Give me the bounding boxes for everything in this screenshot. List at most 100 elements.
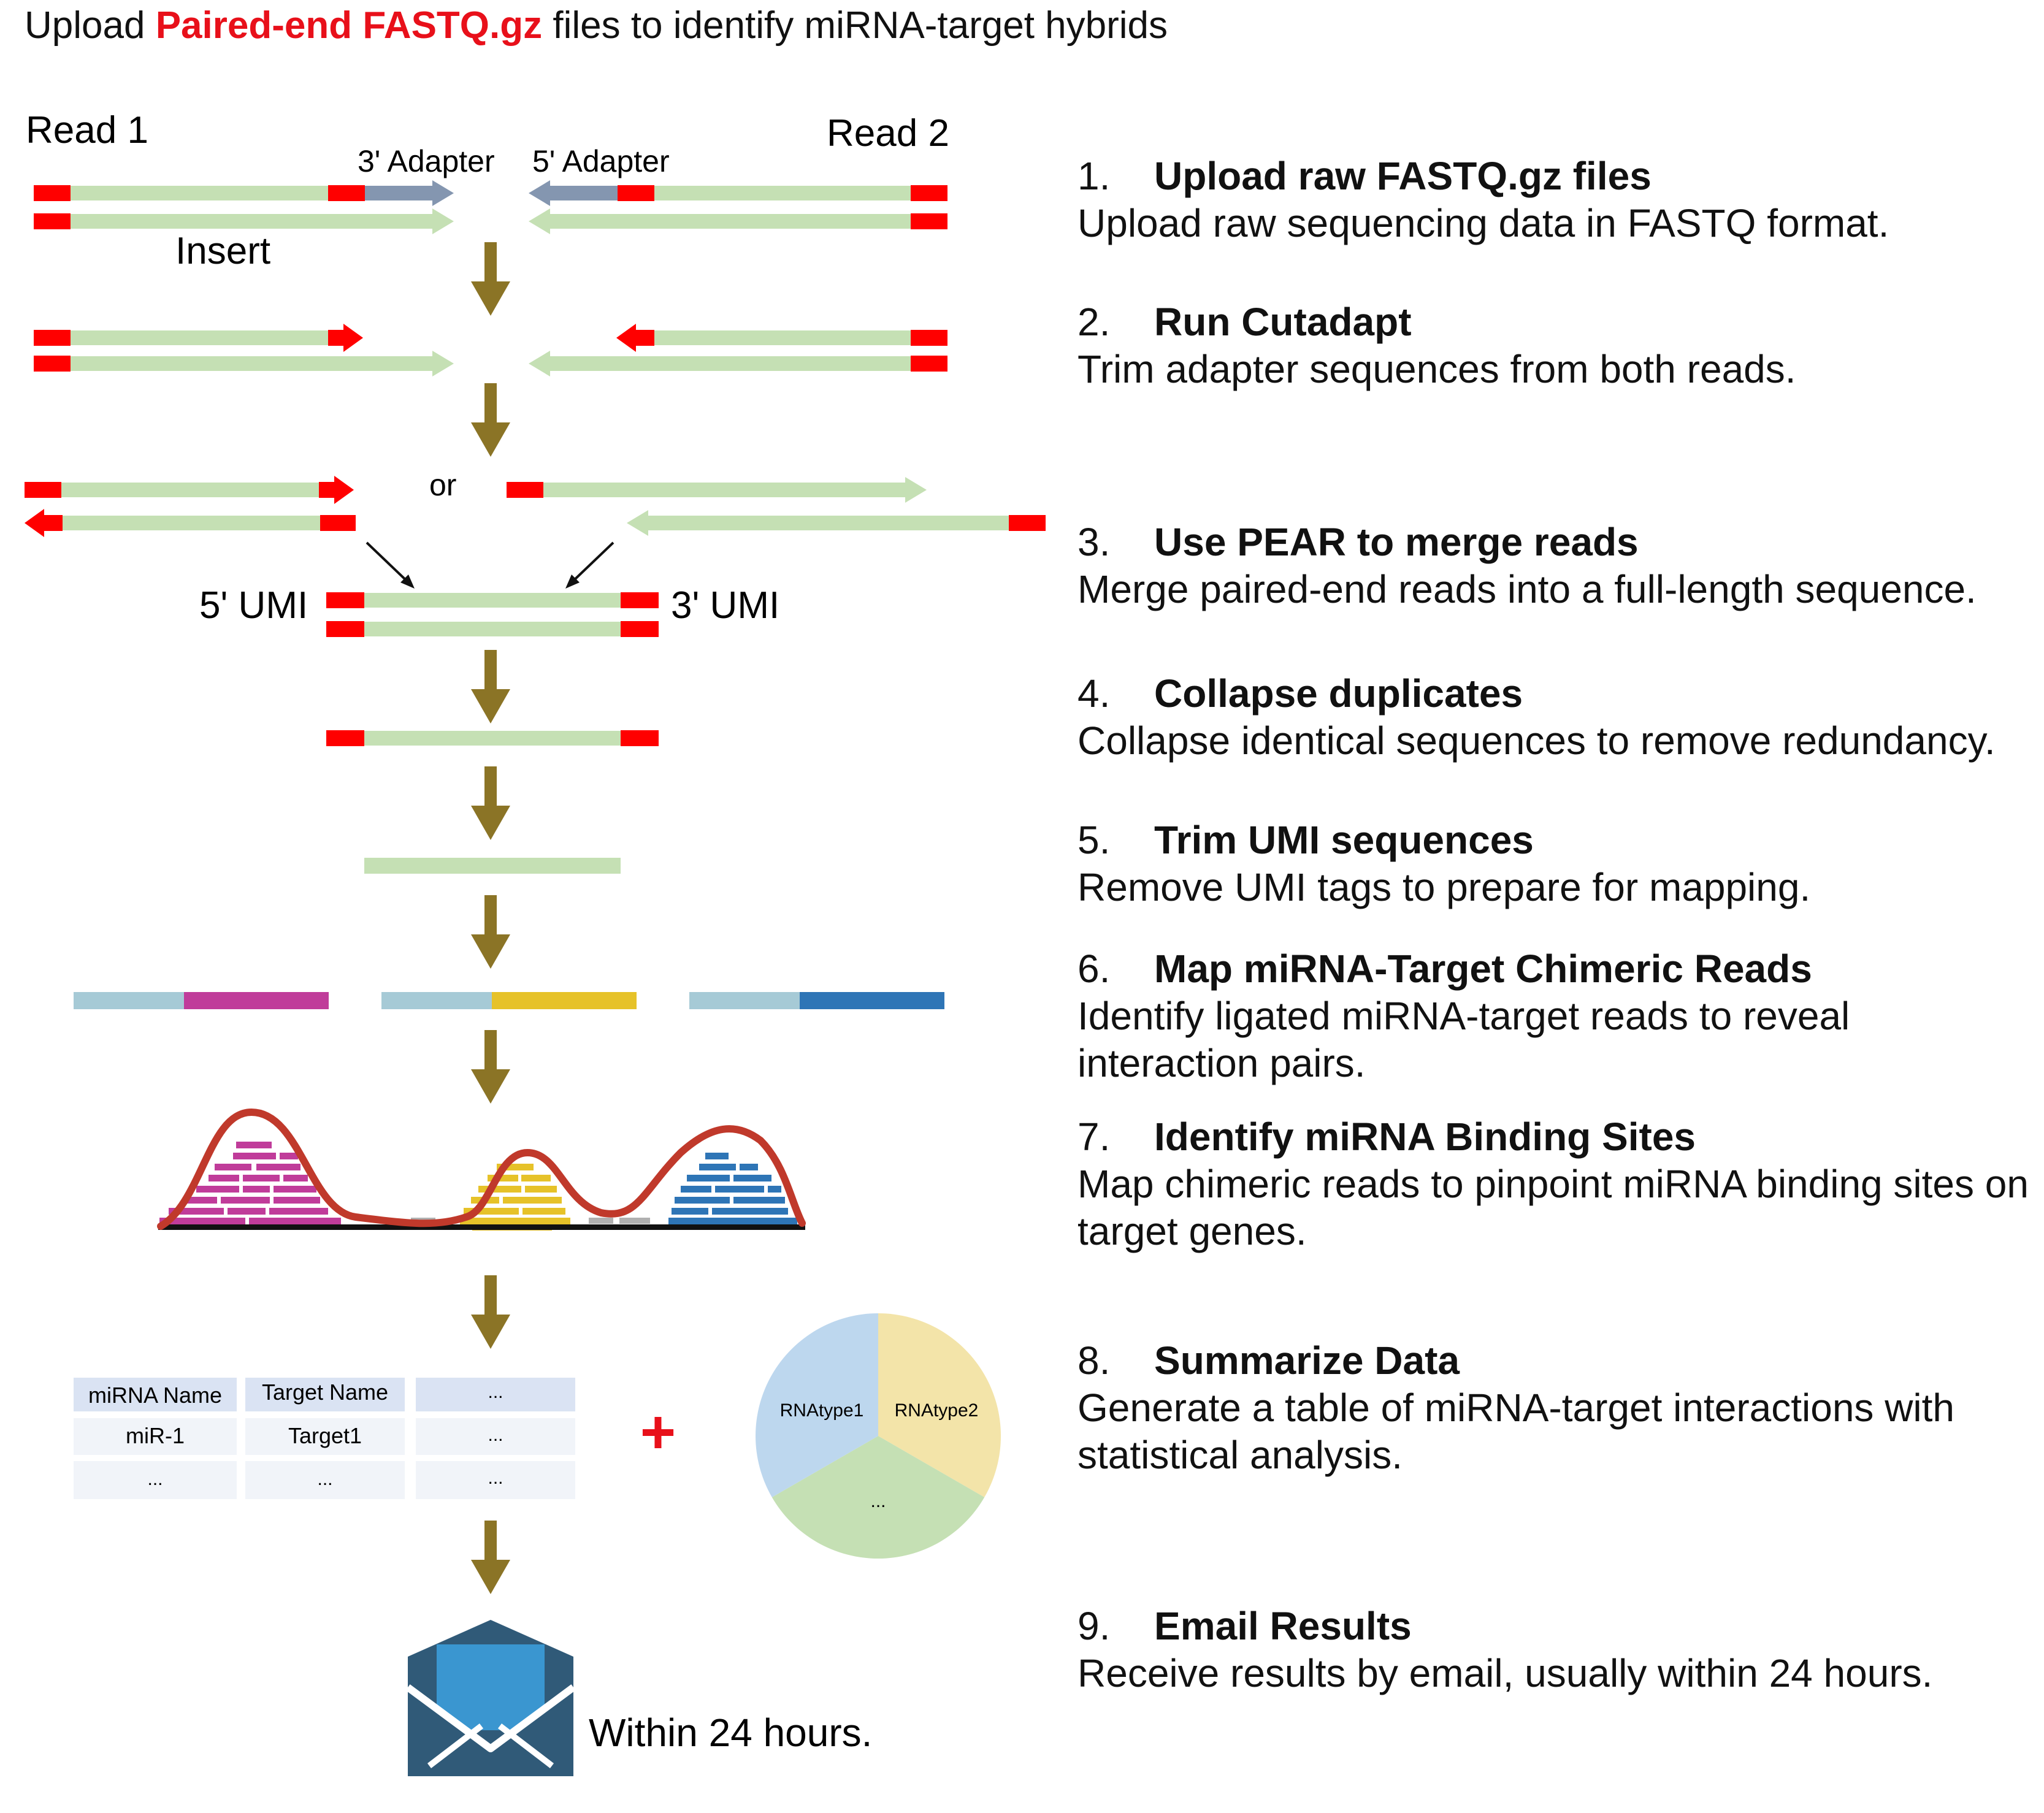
table-cell-text: ... (488, 1425, 503, 1445)
umi-block (507, 482, 543, 498)
step-title: Use PEAR to merge reads (1154, 520, 1639, 564)
umi-block (328, 330, 343, 346)
umi-arrowhead (616, 324, 636, 352)
pointer-line (570, 541, 614, 584)
target-segment-blue (800, 992, 944, 1009)
mirna-segment (74, 992, 184, 1009)
umi-block (319, 482, 334, 498)
pointer-line (366, 541, 410, 584)
umi-block (326, 621, 364, 637)
umi-block (34, 185, 71, 201)
read-arrowhead (627, 510, 648, 536)
pointer-arrowhead (565, 574, 580, 589)
step-description: Generate a table of miRNA-target interac… (1078, 1386, 1954, 1477)
pink-read-pile (159, 1142, 341, 1224)
table-cell-text: ... (317, 1469, 332, 1489)
step-title: Identify miRNA Binding Sites (1154, 1115, 1696, 1159)
read-strand (654, 330, 911, 345)
umi-block (621, 730, 659, 746)
pie-slice-other (771, 1436, 985, 1559)
read-strand (71, 356, 432, 371)
adapter-arrowhead (529, 180, 550, 206)
step-description: Remove UMI tags to prepare for mapping. (1078, 865, 1811, 909)
raw-reads: Read 1 Read 2 3' Adapter 5' Adapter Inse… (26, 109, 949, 272)
flow-arrow (471, 1275, 510, 1349)
read-strand (63, 516, 320, 530)
step-number: 5. (1078, 818, 1111, 862)
step-5: 5. Trim UMI sequences Remove UMI tags to … (1078, 816, 2040, 911)
step-3: 3.Use PEAR to merge reads Merge paired-e… (1078, 518, 2040, 613)
umi-block (320, 515, 356, 531)
adapter5-label: 5' Adapter (532, 144, 670, 178)
step-description: Receive results by email, usually within… (1078, 1651, 1933, 1695)
read-strand (543, 483, 905, 497)
umi-arrowhead (343, 324, 363, 352)
mirna-segment (689, 992, 800, 1009)
step-number: 1. (1078, 154, 1111, 198)
read-arrowhead (529, 208, 550, 234)
trimmed-insert (364, 858, 621, 874)
within-label: Within 24 hours. (589, 1711, 872, 1755)
umi-block (34, 330, 71, 346)
table-header: miRNA Name (88, 1383, 222, 1408)
table-cell-text: ... (488, 1468, 503, 1488)
step-number: 9. (1078, 1604, 1111, 1648)
table-cell (74, 1418, 237, 1455)
step-number: 4. (1078, 671, 1111, 716)
read-arrowhead (432, 208, 454, 234)
step-title: Email Results (1154, 1604, 1412, 1648)
umi3-label: 3' UMI (671, 584, 779, 627)
merge-options: or (25, 468, 1046, 589)
pointer-arrowhead (400, 574, 415, 589)
step-title: Run Cutadapt (1154, 300, 1412, 344)
adapter-arrowhead (432, 180, 454, 206)
table-header: ... (488, 1382, 503, 1402)
umi-block (326, 730, 364, 746)
mirna-segment (381, 992, 492, 1009)
umi-block (44, 515, 63, 531)
workflow-diagram: Read 1 Read 2 3' Adapter 5' Adapter Inse… (25, 109, 1046, 1776)
target-segment-yellow (492, 992, 637, 1009)
umi5-label: 5' UMI (199, 584, 308, 627)
table-header-cell (245, 1378, 405, 1411)
title-highlight: Paired-end FASTQ.gz (155, 4, 543, 47)
table-cell (416, 1461, 575, 1499)
step-title: Trim UMI sequences (1154, 818, 1534, 862)
step-number: 6. (1078, 947, 1111, 991)
read-strand (654, 186, 911, 200)
target-segment-pink (184, 992, 329, 1009)
table-cell-text: Target1 (288, 1423, 362, 1448)
merged-read: 5' UMI 3' UMI (199, 584, 779, 637)
umi-block (911, 356, 947, 372)
plus-sign: + (640, 1398, 676, 1467)
blue-read-pile (668, 1153, 797, 1224)
read-arrowhead (432, 351, 454, 376)
flow-arrow (471, 242, 510, 316)
step-title: Upload raw FASTQ.gz files (1154, 154, 1652, 198)
pie-slice-rnatype1 (756, 1313, 878, 1497)
step-number: 8. (1078, 1338, 1111, 1383)
table-cell-text: miR-1 (126, 1423, 185, 1448)
table-header: Target Name (262, 1380, 388, 1405)
pie-label: RNAtype1 (780, 1400, 864, 1421)
umi-block (636, 330, 654, 346)
umi-block (911, 213, 947, 229)
table-cell (245, 1461, 405, 1499)
umi-block (911, 330, 947, 346)
rna-type-pie: RNAtype1 RNAtype2 ... (756, 1313, 1001, 1559)
read-strand (71, 330, 328, 345)
chimeric-reads (74, 992, 944, 1009)
umi-block (34, 213, 71, 229)
pie-label: ... (870, 1491, 886, 1511)
step-1: 1. Upload raw FASTQ.gz files Upload raw s… (1078, 152, 2040, 247)
read1-label: Read 1 (26, 109, 148, 151)
read-strand (364, 622, 621, 636)
step-description: Upload raw sequencing data in FASTQ form… (1078, 201, 1889, 245)
step-number: 2. (1078, 300, 1111, 344)
step-description: Collapse identical sequences to remove r… (1078, 719, 1996, 763)
envelope-icon (405, 1620, 576, 1776)
step-description: Merge paired-end reads into a full-lengt… (1078, 567, 1977, 611)
step-title: Collapse duplicates (1154, 671, 1523, 716)
read-strand (364, 731, 621, 746)
flow-arrow (471, 1030, 510, 1104)
